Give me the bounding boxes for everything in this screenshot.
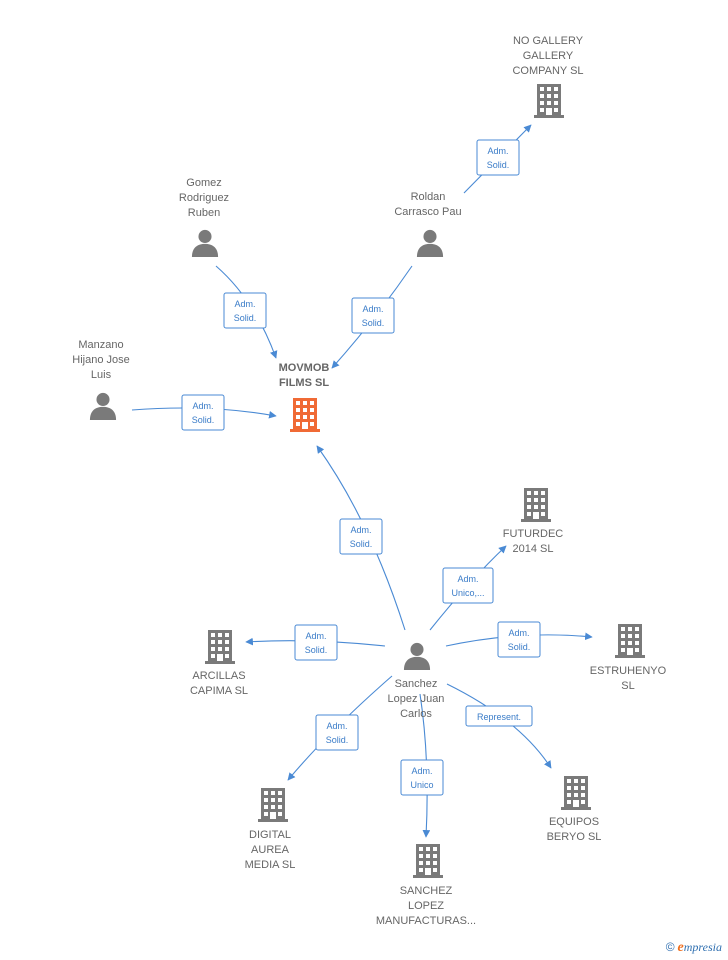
svg-text:MOVMOB: MOVMOB (279, 362, 330, 374)
svg-text:MANUFACTURAS...: MANUFACTURAS... (376, 915, 476, 927)
person-icon (89, 392, 117, 420)
svg-text:NO GALLERY: NO GALLERY (513, 35, 584, 47)
node-sanchez-lopez-juan-carlos[interactable]: Sanchez Lopez Juan Carlos (388, 642, 445, 720)
edge-label-sanchez-digital[interactable]: Adm. Solid. (315, 714, 359, 751)
svg-text:Ruben: Ruben (188, 207, 220, 219)
building-icon (413, 844, 443, 878)
node-estruhenyo[interactable]: ESTRUHENYO SL (590, 624, 667, 692)
building-icon (561, 776, 591, 810)
svg-text:ARCILLAS: ARCILLAS (192, 670, 245, 682)
node-movmob-films[interactable]: MOVMOB FILMS SL (279, 362, 330, 432)
svg-text:CAPIMA SL: CAPIMA SL (190, 685, 248, 697)
svg-text:Represent.: Represent. (477, 712, 521, 722)
edge-label-roldan-movmob[interactable]: Adm. Solid. (351, 297, 395, 334)
svg-text:Solid.: Solid. (362, 318, 385, 328)
building-icon (615, 624, 645, 658)
svg-text:Adm.: Adm. (350, 525, 371, 535)
svg-text:Hijano Jose: Hijano Jose (72, 354, 129, 366)
svg-text:FILMS SL: FILMS SL (279, 377, 329, 389)
svg-text:Carlos: Carlos (400, 708, 432, 720)
svg-text:Adm.: Adm. (487, 146, 508, 156)
edge-label-sanchez-movmob[interactable]: Adm. Solid. (339, 518, 383, 555)
edge-label-sanchez-sanchezman[interactable]: Adm. Unico (400, 759, 444, 796)
svg-text:DIGITAL: DIGITAL (249, 829, 291, 841)
svg-text:Rodriguez: Rodriguez (179, 192, 229, 204)
svg-text:Sanchez: Sanchez (395, 678, 438, 690)
svg-text:Adm.: Adm. (192, 401, 213, 411)
svg-text:BERYO SL: BERYO SL (547, 831, 602, 843)
svg-text:Solid.: Solid. (305, 645, 328, 655)
node-manzano-hijano[interactable]: Manzano Hijano Jose Luis (72, 339, 130, 420)
brand-initial: e (677, 940, 684, 955)
svg-text:Lopez Juan: Lopez Juan (388, 693, 445, 705)
svg-text:Solid.: Solid. (326, 735, 349, 745)
edge-label-sanchez-futurdec[interactable]: Adm. Unico,... (442, 567, 494, 604)
svg-text:SL: SL (621, 680, 634, 692)
node-gomez-rodriguez[interactable]: Gomez Rodriguez Ruben (179, 177, 229, 257)
svg-text:Adm.: Adm. (457, 574, 478, 584)
edge-label-roldan-nogallery[interactable]: Adm. Solid. (476, 139, 520, 176)
svg-text:FUTURDEC: FUTURDEC (503, 528, 564, 540)
svg-text:LOPEZ: LOPEZ (408, 900, 444, 912)
edge-label-sanchez-estruhenyo[interactable]: Adm. Solid. (497, 621, 541, 658)
svg-text:Gomez: Gomez (186, 177, 221, 189)
svg-text:SANCHEZ: SANCHEZ (400, 885, 453, 897)
svg-text:Adm.: Adm. (411, 766, 432, 776)
svg-text:Solid.: Solid. (192, 415, 215, 425)
person-icon (416, 229, 444, 257)
svg-text:MEDIA SL: MEDIA SL (245, 859, 296, 871)
svg-text:Solid.: Solid. (234, 313, 257, 323)
person-icon (191, 229, 219, 257)
building-icon (290, 398, 320, 432)
copyright-symbol: © (665, 940, 675, 954)
svg-text:GALLERY: GALLERY (523, 50, 574, 62)
svg-text:Adm.: Adm. (362, 304, 383, 314)
svg-text:Solid.: Solid. (487, 160, 510, 170)
svg-text:Roldan: Roldan (411, 191, 446, 203)
svg-text:AUREA: AUREA (251, 844, 290, 856)
svg-text:EQUIPOS: EQUIPOS (549, 816, 599, 828)
building-icon (205, 630, 235, 664)
node-roldan-carrasco[interactable]: Roldan Carrasco Pau (394, 191, 462, 257)
node-equipos-beryo[interactable]: EQUIPOS BERYO SL (547, 776, 602, 843)
node-futurdec[interactable]: FUTURDEC 2014 SL (503, 488, 564, 555)
building-icon (258, 788, 288, 822)
svg-text:Adm.: Adm. (234, 299, 255, 309)
svg-text:Adm.: Adm. (326, 721, 347, 731)
svg-text:Unico,...: Unico,... (451, 588, 484, 598)
person-icon (403, 642, 431, 670)
edge-label-sanchez-arcillas[interactable]: Adm. Solid. (294, 624, 338, 661)
empresia-watermark[interactable]: ©empresia (666, 940, 722, 956)
edge-label-sanchez-equipos[interactable]: Represent. (465, 705, 533, 727)
svg-text:Solid.: Solid. (508, 642, 531, 652)
svg-text:ESTRUHENYO: ESTRUHENYO (590, 665, 667, 677)
svg-text:COMPANY SL: COMPANY SL (512, 65, 583, 77)
building-icon (534, 84, 564, 118)
building-icon (521, 488, 551, 522)
svg-text:Adm.: Adm. (305, 631, 326, 641)
svg-text:Luis: Luis (91, 369, 112, 381)
brand-name: mpresia (683, 940, 722, 954)
svg-text:Adm.: Adm. (508, 628, 529, 638)
svg-text:Unico: Unico (410, 780, 433, 790)
edge-label-gomez-movmob[interactable]: Adm. Solid. (223, 292, 267, 329)
svg-text:Solid.: Solid. (350, 539, 373, 549)
svg-text:2014 SL: 2014 SL (513, 543, 554, 555)
edge-label-manzano-movmob[interactable]: Adm. Solid. (181, 394, 225, 431)
node-sanchez-lopez-manufacturas[interactable]: SANCHEZ LOPEZ MANUFACTURAS... (376, 844, 476, 927)
node-no-gallery[interactable]: NO GALLERY GALLERY COMPANY SL (512, 35, 584, 118)
svg-text:Carrasco Pau: Carrasco Pau (394, 206, 461, 218)
svg-text:Manzano: Manzano (78, 339, 123, 351)
node-digital-aurea-media[interactable]: DIGITAL AUREA MEDIA SL (245, 788, 296, 871)
node-arcillas-capima[interactable]: ARCILLAS CAPIMA SL (190, 630, 248, 697)
